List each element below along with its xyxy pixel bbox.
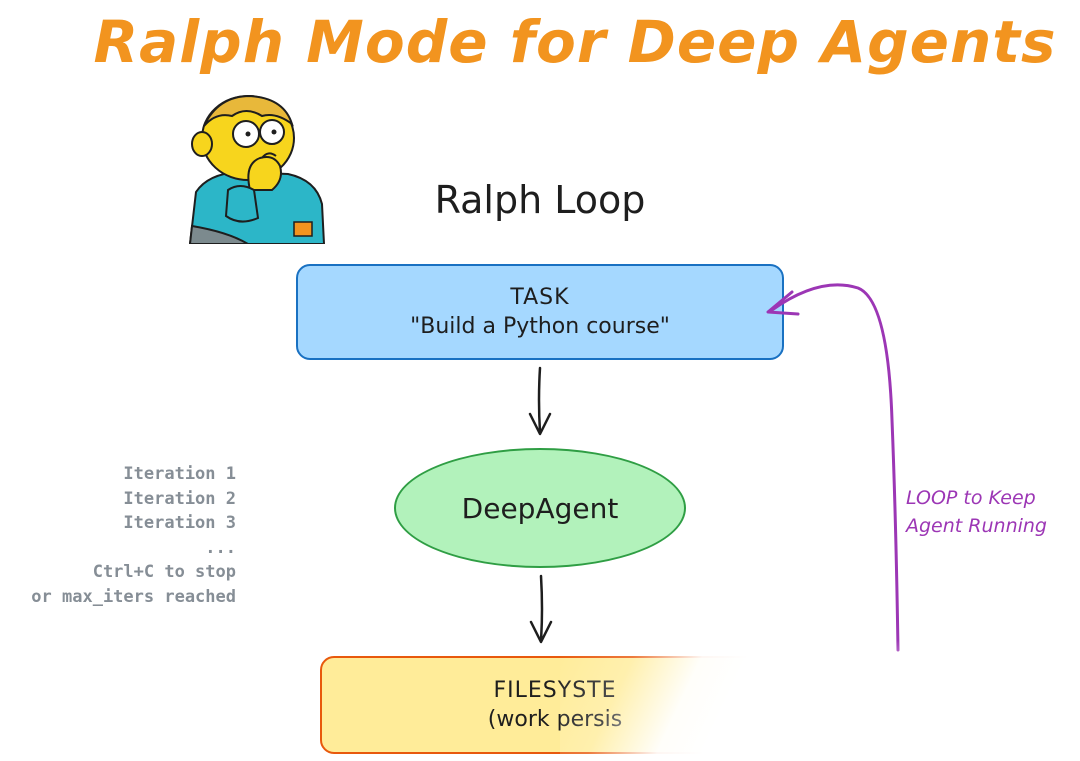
loop-label-line2: Agent Running: [906, 515, 1047, 537]
loop-title: Ralph Loop: [434, 178, 646, 222]
iteration-line: or max_iters reached: [31, 586, 236, 607]
iteration-line: Iteration 2: [123, 488, 236, 509]
loop-arrow-fade: [870, 640, 930, 761]
loop-label: LOOP to Keep Agent Running: [906, 484, 1076, 540]
loop-back-arrow: [770, 283, 900, 652]
task-label: TASK: [510, 285, 570, 310]
iteration-line: Iteration 1: [123, 464, 236, 484]
task-value: "Build a Python course": [410, 314, 670, 339]
iteration-line: ...: [205, 537, 236, 558]
loop-label-line1: LOOP to Keep: [906, 487, 1036, 509]
deepagent-node: DeepAgent: [394, 448, 686, 568]
iteration-line: Iteration 3: [123, 513, 236, 533]
ralph-character-illustration: [188, 94, 326, 244]
arrow-agent-to-filesystem: [539, 574, 544, 642]
iteration-list: Iteration 1 Iteration 2 Iteration 3 ... …: [0, 462, 236, 609]
iteration-line: Ctrl+C to stop: [92, 562, 236, 582]
task-node: TASK "Build a Python course": [296, 264, 784, 360]
deepagent-label: DeepAgent: [461, 491, 619, 525]
main-title: Ralph Mode for Deep Agents: [93, 8, 1057, 76]
arrow-task-to-agent: [537, 366, 542, 434]
